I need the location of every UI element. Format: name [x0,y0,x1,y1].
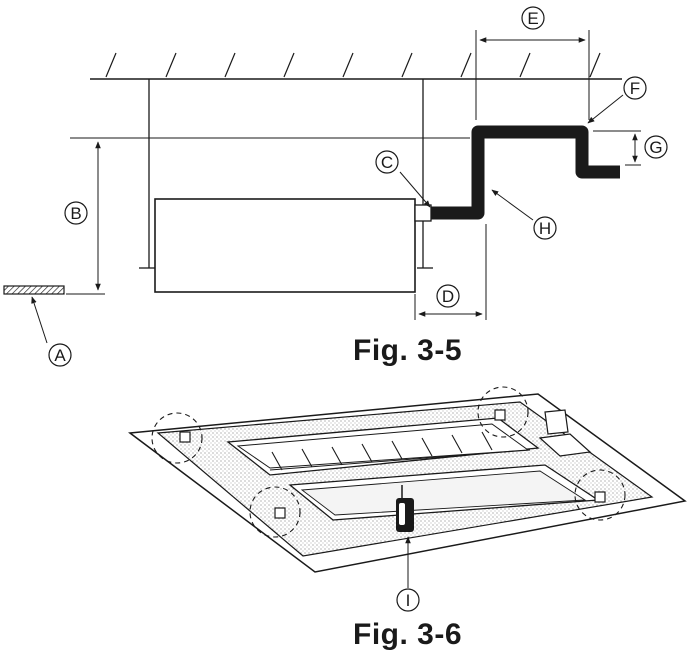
dimension-g [593,130,641,166]
figure-caption-top: Fig. 3-5 [353,334,463,367]
callout-c: C [375,150,399,174]
corner-hooks [179,409,606,519]
svg-text:H: H [539,219,551,238]
callout-h: H [533,216,557,240]
svg-text:D: D [442,287,454,306]
drain-socket [414,204,432,222]
ceiling-panel [128,386,687,573]
dimension-b [66,141,105,295]
leader-lines [31,94,624,344]
callout-a: A [48,343,72,367]
callout-f: F [623,76,647,100]
callout-e: E [521,6,545,30]
svg-text:F: F [630,79,640,98]
callout-i: I [396,588,420,612]
dimension-e [475,30,590,120]
hanging-bolts [139,79,433,269]
svg-text:B: B [70,204,81,223]
svg-text:E: E [527,9,538,28]
svg-text:G: G [649,138,662,157]
drain-pipe [431,125,620,220]
callout-g: G [644,135,668,159]
indoor-unit [154,198,416,293]
dimension-d [414,224,487,320]
svg-text:C: C [381,153,393,172]
ceiling-panel-edge [3,285,65,295]
callout-d: D [436,284,460,308]
ceiling [90,52,622,80]
corner-highlights [151,386,626,538]
callout-b: B [64,201,88,225]
svg-text:I: I [406,591,411,610]
figure-caption-bottom: Fig. 3-6 [353,618,463,651]
upper-grille [226,417,540,476]
svg-text:A: A [54,346,66,365]
corner-box [538,409,592,457]
sensor-unit [396,485,414,532]
